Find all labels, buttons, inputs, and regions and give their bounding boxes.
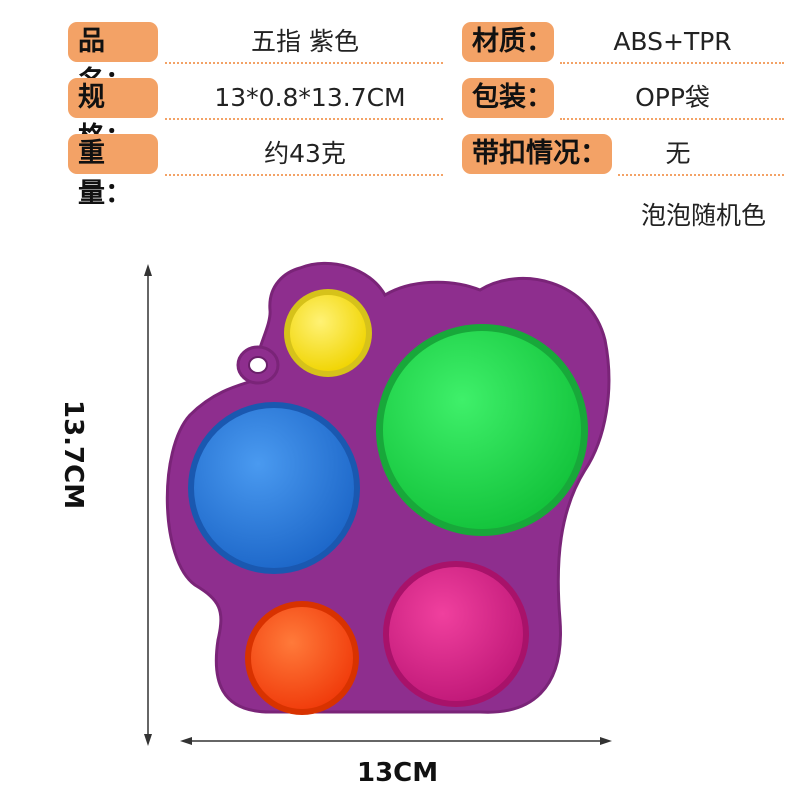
bubble-yellow <box>284 289 372 377</box>
spec-label-buckle: 带扣情况： <box>462 134 612 174</box>
spec-value-name: 五指 紫色 <box>251 27 359 56</box>
bubble-pink <box>383 561 529 707</box>
bubble-green <box>376 324 588 536</box>
dotted-divider <box>560 62 784 64</box>
spec-value-packaging: OPP袋 <box>635 83 710 112</box>
dotted-divider <box>165 62 443 64</box>
bubble-orange <box>245 601 359 715</box>
spec-value-buckle: 无 <box>665 139 691 168</box>
hanging-hole <box>248 356 268 374</box>
spec-value-material: ABS+TPR <box>613 27 732 56</box>
width-dimension-arrow <box>180 737 612 745</box>
spec-label-weight: 重量： <box>68 134 158 209</box>
spec-value-size: 13*0.8*13.7CM <box>214 83 406 112</box>
dotted-divider <box>618 174 784 176</box>
bubble-color-note: 泡泡随机色 <box>640 201 766 230</box>
width-dimension-label: 13CM <box>357 758 439 788</box>
bubble-blue <box>188 402 360 574</box>
dotted-divider <box>165 118 443 120</box>
spec-label-material: 材质： <box>462 22 554 62</box>
dotted-divider <box>560 118 784 120</box>
spec-label-packaging: 包装： <box>462 78 554 118</box>
spec-value-weight: 约43克 <box>264 139 346 168</box>
height-dimension-label: 13.7CM <box>58 400 88 510</box>
dotted-divider <box>165 174 443 176</box>
height-dimension-arrow <box>144 264 152 746</box>
